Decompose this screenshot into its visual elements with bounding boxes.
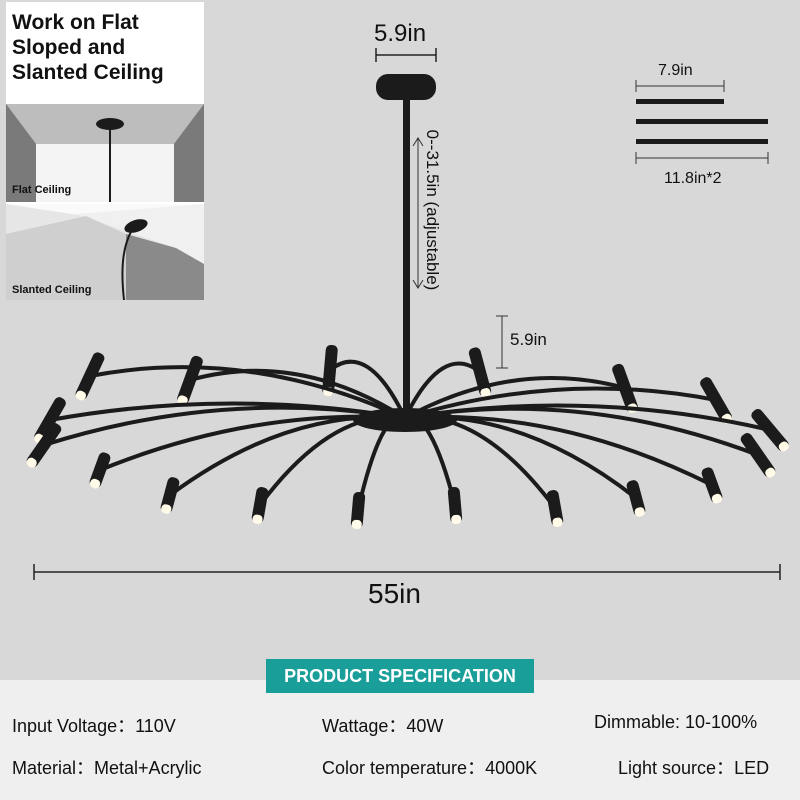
- spec-light-source: Light source：LED: [618, 754, 769, 780]
- overall-width-label: 55in: [368, 578, 421, 609]
- spec-header: PRODUCT SPECIFICATION: [266, 659, 534, 693]
- lamp-head: [251, 487, 269, 524]
- center-hub: [353, 408, 457, 432]
- flat-ceiling-label: Flat Ceiling: [12, 184, 72, 196]
- spec-label: Material：: [12, 758, 95, 778]
- ceiling-canopy: [376, 74, 436, 100]
- arm: [404, 376, 626, 420]
- arm: [89, 365, 406, 420]
- lamp-head: [160, 477, 180, 514]
- flat-ceiling-image: [6, 104, 204, 202]
- arm: [328, 359, 407, 419]
- canopy-width-label: 5.9in: [374, 20, 427, 47]
- arm: [403, 361, 482, 419]
- spec-value: Metal+Acrylic: [94, 758, 202, 778]
- arm-length-dimension: [496, 315, 508, 369]
- lamp-head: [350, 491, 366, 530]
- spec-value: 110V: [135, 716, 176, 736]
- rod-components: [635, 80, 769, 164]
- arm-length-label: 5.9in: [510, 330, 547, 349]
- lamp-head: [447, 486, 463, 525]
- spec-wattage: Wattage：40W: [322, 712, 443, 738]
- lamp-head: [751, 409, 789, 452]
- spec-label: Dimmable:: [594, 712, 686, 732]
- suspension-rod: [403, 98, 410, 416]
- ceiling-panel-title: Work on Flat Sloped and Slanted Ceiling: [12, 11, 164, 84]
- rod-length-label: 0--31.5in (adjustable): [423, 129, 442, 291]
- arm: [404, 386, 717, 420]
- spec-label: Wattage：: [322, 716, 407, 736]
- lamp-head: [177, 355, 203, 406]
- arm: [404, 403, 771, 432]
- spec-value: 10-100%: [685, 712, 758, 732]
- slanted-ceiling-label: Slanted Ceiling: [12, 284, 92, 296]
- overall-width-dimension: [33, 564, 781, 580]
- specification-section: [0, 680, 800, 800]
- spec-value: 4000K: [485, 758, 538, 778]
- short-rod: [636, 99, 724, 104]
- spec-value: LED: [734, 758, 770, 778]
- arm: [43, 405, 406, 447]
- arm: [189, 368, 407, 420]
- rod-length-dimension: [412, 137, 424, 289]
- lamp-head: [626, 480, 646, 517]
- lamp-head: [740, 433, 776, 478]
- lamp-head: [75, 352, 105, 401]
- spec-label: Light source：: [618, 758, 735, 778]
- lamp-head: [89, 452, 111, 489]
- lamp-head: [26, 423, 62, 468]
- spec-label: Color temperature：: [322, 758, 486, 778]
- spec-material: Material：Metal+Acrylic: [12, 754, 202, 780]
- spec-value: 40W: [406, 716, 444, 736]
- lamp-head: [701, 467, 723, 504]
- long-rods-label: 11.8in*2: [664, 170, 722, 187]
- chandelier-arms: [26, 344, 789, 530]
- slanted-ceiling-image: [6, 204, 204, 300]
- canopy-width-dimension: [375, 48, 437, 62]
- lamp-head: [546, 490, 564, 527]
- long-rod-1: [636, 119, 768, 124]
- long-rod-2: [636, 139, 768, 144]
- spec-dimmable: Dimmable: 10-100%: [594, 712, 757, 733]
- spec-color-temperature: Color temperature：4000K: [322, 754, 537, 780]
- short-rod-label: 7.9in: [658, 62, 693, 79]
- spec-label: Input Voltage：: [12, 716, 136, 736]
- spec-input-voltage: Input Voltage：110V: [12, 712, 176, 738]
